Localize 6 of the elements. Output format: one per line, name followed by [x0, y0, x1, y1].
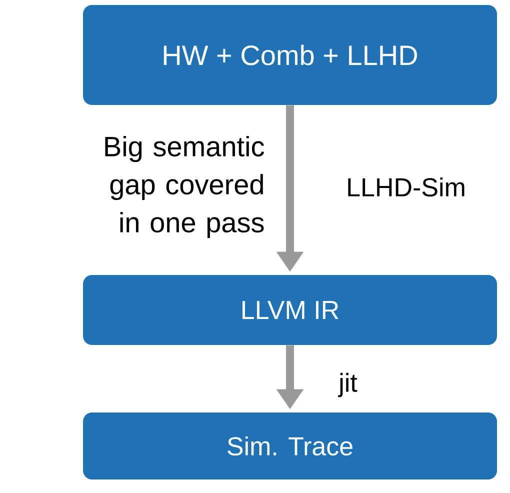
note-text: Big semantic gap covered in one pass [105, 136, 264, 238]
edge-label: jit [336, 370, 360, 400]
process-box: LLVM IR [83, 275, 497, 345]
process-box: Sim. Trace [83, 412, 497, 480]
edge-label: LLHD-Sim [344, 175, 468, 199]
process-box: HW + Comb + LLHD [83, 5, 497, 105]
